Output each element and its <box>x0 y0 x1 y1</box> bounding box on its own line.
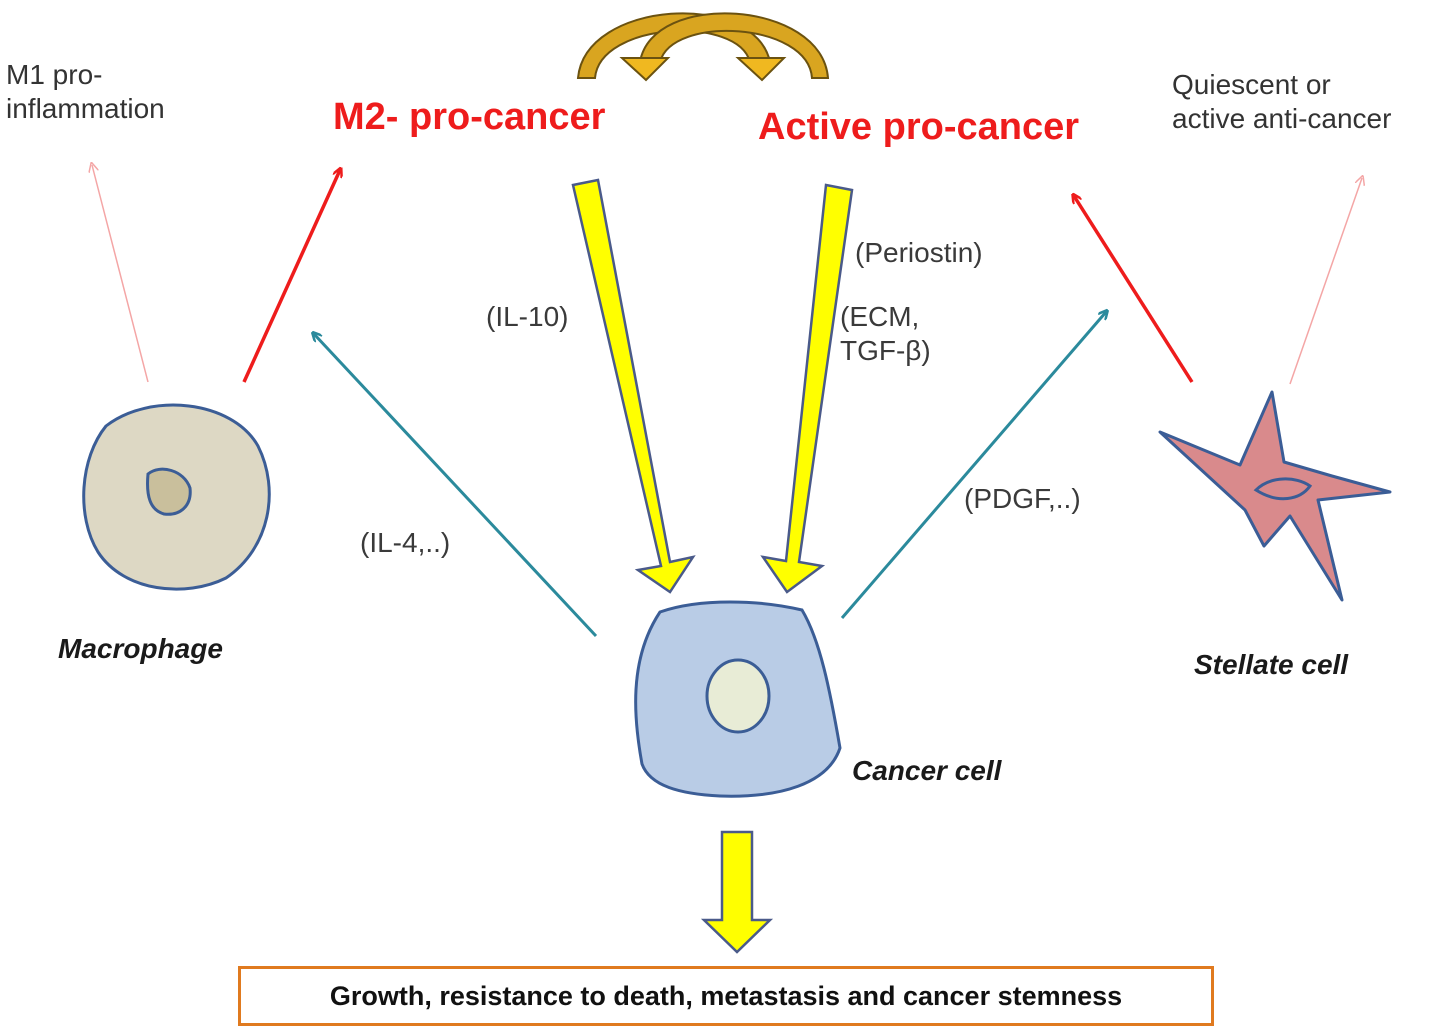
outcome-text: Growth, resistance to death, metastasis … <box>329 980 1123 1011</box>
yellow-arrow-active-to-cancer <box>760 183 854 594</box>
arrow-cancer-to-stellate <box>840 312 1106 619</box>
label-m2-pro-cancer: M2- pro-cancer <box>333 96 606 138</box>
cancer-cell <box>634 600 842 798</box>
label-cancer-cell: Cancer cell <box>852 755 1002 786</box>
arrow-stellate-to-active <box>1074 196 1194 383</box>
label-m1-line1: M1 pro- <box>6 59 103 90</box>
gold-arrowhead-right <box>735 57 787 82</box>
label-stellate-cell: Stellate cell <box>1194 649 1349 680</box>
label-m1: M1 pro- inflammation <box>6 58 165 126</box>
label-ecm-line2: TGF-β) <box>840 335 931 367</box>
label-quiescent-line1: Quiescent or <box>1172 69 1331 100</box>
arrow-macrophage-to-m1 <box>92 165 149 383</box>
reciprocal-curved-arrows <box>576 12 830 82</box>
gold-arrowhead-left <box>619 57 671 82</box>
cancer-cell-nucleus <box>705 658 771 734</box>
label-il4: (IL-4,..) <box>360 527 451 558</box>
label-active-pro-cancer: Active pro-cancer <box>758 106 1080 148</box>
stellate-cell <box>1158 390 1392 602</box>
label-periostin: (Periostin) <box>855 237 983 268</box>
arrow-cancer-to-macrophage <box>314 334 598 638</box>
label-m1-line2: inflammation <box>6 93 165 125</box>
label-quiescent-line2: active anti-cancer <box>1172 103 1392 135</box>
label-ecm-tgf: (ECM, TGF-β) <box>840 300 931 368</box>
stellate-cell-nucleus <box>1253 477 1313 501</box>
label-quiescent: Quiescent or active anti-cancer <box>1172 68 1391 136</box>
arrow-macrophage-to-m2 <box>242 170 340 383</box>
macrophage-nucleus <box>146 467 192 516</box>
label-macrophage: Macrophage <box>58 633 223 664</box>
yellow-arrow-cancer-to-outcome <box>700 830 774 954</box>
yellow-arrow-m2-to-cancer <box>571 178 696 594</box>
outcome-box: Growth, resistance to death, metastasis … <box>238 966 1214 1026</box>
label-pdgf: (PDGF,..) <box>964 483 1081 514</box>
label-il10: (IL-10) <box>486 301 569 332</box>
macrophage <box>82 403 271 591</box>
arrow-stellate-to-quiescent <box>1289 178 1362 385</box>
label-ecm-line1: (ECM, <box>840 301 920 332</box>
